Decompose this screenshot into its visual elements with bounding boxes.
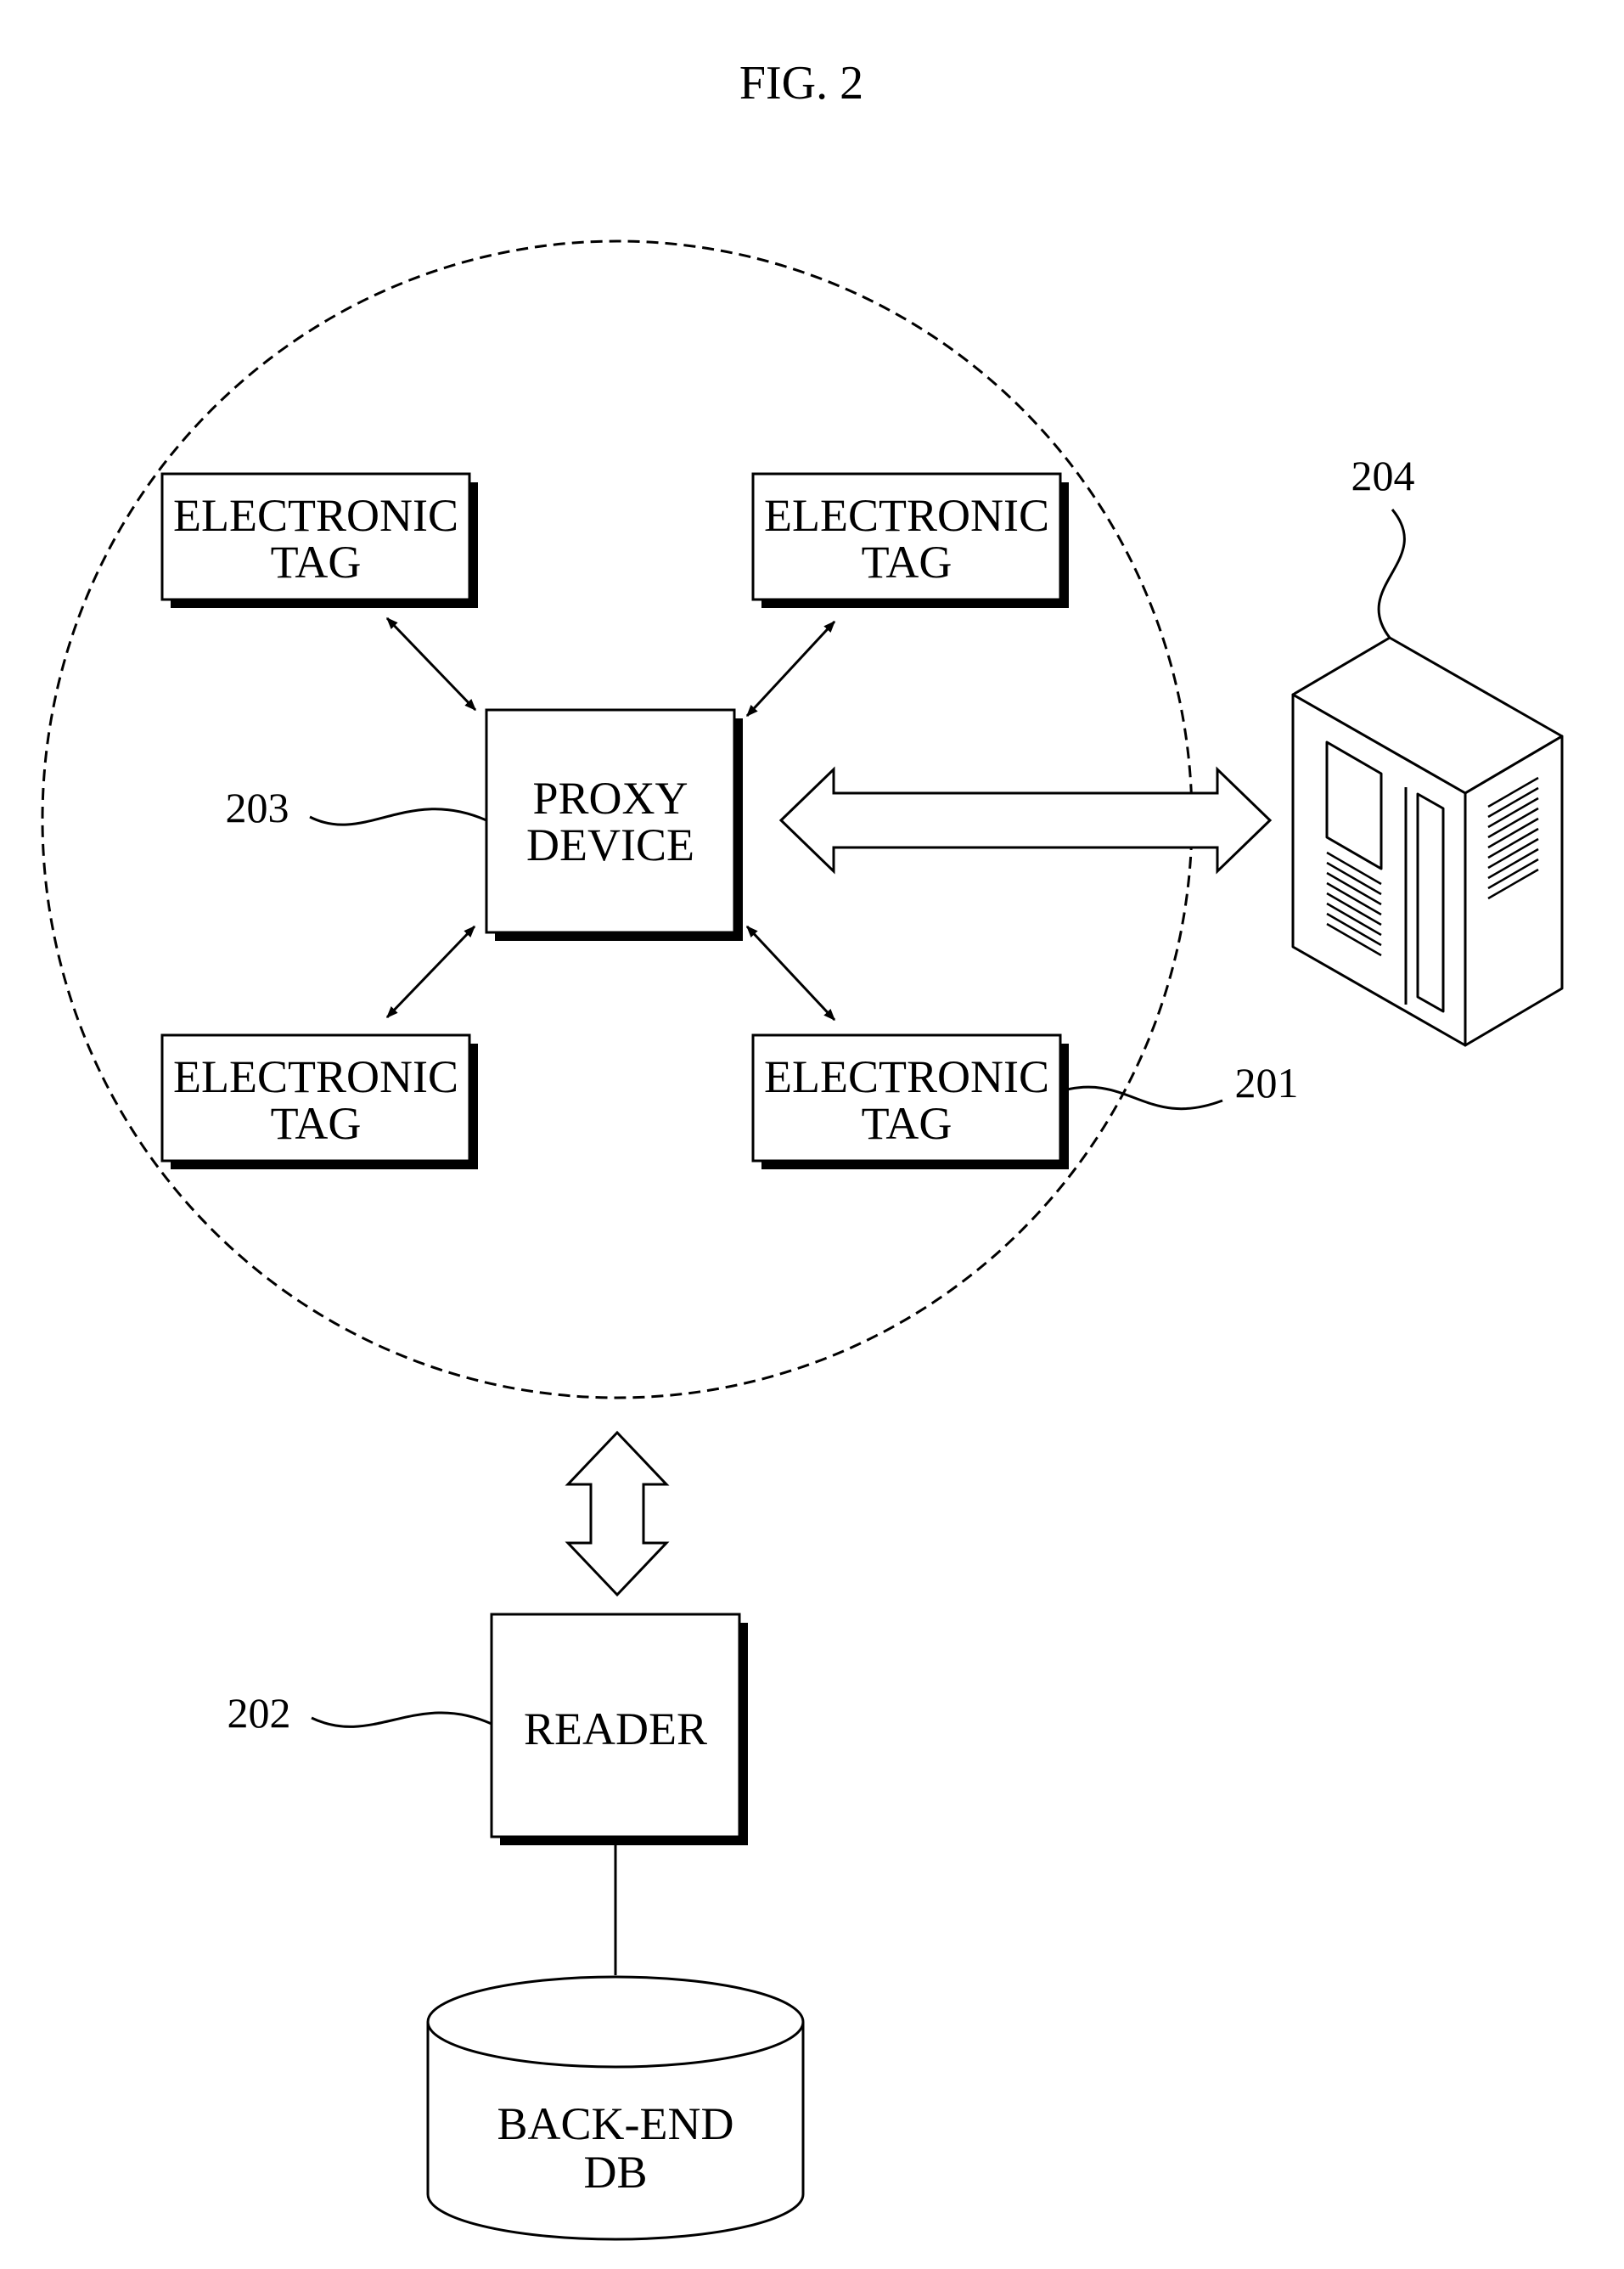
reader-label: READER bbox=[524, 1703, 707, 1754]
proxy-device-box: PROXY DEVICE bbox=[486, 710, 743, 941]
tag-proxy-arrow-bottom-left bbox=[387, 926, 475, 1017]
tag-label-line2: TAG bbox=[862, 1098, 952, 1149]
proxy-server-double-arrow bbox=[781, 769, 1270, 871]
reader-box: READER bbox=[492, 1614, 748, 1845]
ref-numeral-203: 203 bbox=[226, 784, 289, 831]
electronic-tag-top-left: ELECTRONIC TAG bbox=[162, 474, 478, 608]
proxy-label-line1: PROXY bbox=[532, 773, 688, 824]
tag-label-line2: TAG bbox=[862, 537, 952, 588]
tag-proxy-arrow-bottom-right bbox=[747, 926, 834, 1020]
electronic-tag-bottom-right: ELECTRONIC TAG bbox=[753, 1035, 1069, 1169]
tag-proxy-arrow-top-left bbox=[387, 618, 475, 710]
proxy-label-line2: DEVICE bbox=[526, 819, 694, 870]
database-icon: BACK-END DB bbox=[428, 1977, 803, 2239]
electronic-tag-top-right: ELECTRONIC TAG bbox=[753, 474, 1069, 608]
server-icon bbox=[1293, 638, 1562, 1045]
leader-line-202 bbox=[312, 1713, 492, 1726]
figure-title: FIG. 2 bbox=[739, 57, 863, 110]
tag-label-line1: ELECTRONIC bbox=[173, 1051, 458, 1102]
leader-line-204 bbox=[1379, 510, 1404, 638]
leader-line-201 bbox=[1060, 1087, 1222, 1109]
zone-reader-double-arrow bbox=[568, 1433, 666, 1595]
electronic-tag-bottom-left: ELECTRONIC TAG bbox=[162, 1035, 478, 1169]
ref-numeral-202: 202 bbox=[228, 1689, 291, 1737]
database-label-line1: BACK-END bbox=[497, 2098, 734, 2149]
tag-label-line1: ELECTRONIC bbox=[764, 1051, 1049, 1102]
leader-line-203 bbox=[310, 809, 486, 825]
ref-numeral-204: 204 bbox=[1351, 452, 1415, 499]
tag-label-line2: TAG bbox=[271, 537, 362, 588]
tag-label-line1: ELECTRONIC bbox=[173, 490, 458, 541]
database-label-line2: DB bbox=[583, 2147, 647, 2198]
ref-numeral-201: 201 bbox=[1235, 1059, 1299, 1106]
tag-label-line1: ELECTRONIC bbox=[764, 490, 1049, 541]
tag-proxy-arrow-top-right bbox=[747, 622, 834, 716]
tag-label-line2: TAG bbox=[271, 1098, 362, 1149]
